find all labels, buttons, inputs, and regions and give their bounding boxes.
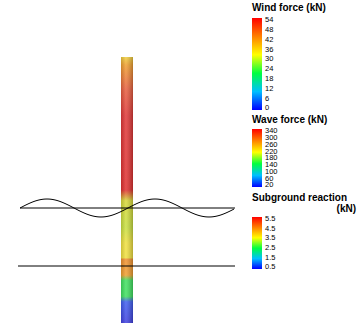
legend-value: 54 (265, 16, 273, 24)
legend-value: 42 (265, 36, 273, 44)
legend-title: Wave force (kN) (252, 115, 327, 125)
legend-value: 12 (265, 85, 273, 93)
legend-value: 30 (265, 55, 273, 63)
legend-value: 48 (265, 26, 273, 34)
legend-value: 20 (265, 181, 273, 189)
legend-value: 36 (265, 46, 273, 54)
legend-value: 4.5 (265, 225, 275, 233)
legend-value: 6 (265, 95, 269, 103)
legend-value: 24 (265, 65, 273, 73)
legend-value: 5.5 (265, 215, 275, 223)
legend-value: 3.5 (265, 234, 275, 242)
legend-value: 0 (265, 104, 269, 112)
legend-title: Wind force (kN) (252, 3, 326, 13)
legend-value: 2.5 (265, 244, 275, 252)
legend-value: 0.5 (265, 263, 275, 271)
legend-value: 18 (265, 75, 273, 83)
legend-value: 1.5 (265, 254, 275, 262)
legend-title: Subground reaction (kN) (252, 193, 356, 214)
